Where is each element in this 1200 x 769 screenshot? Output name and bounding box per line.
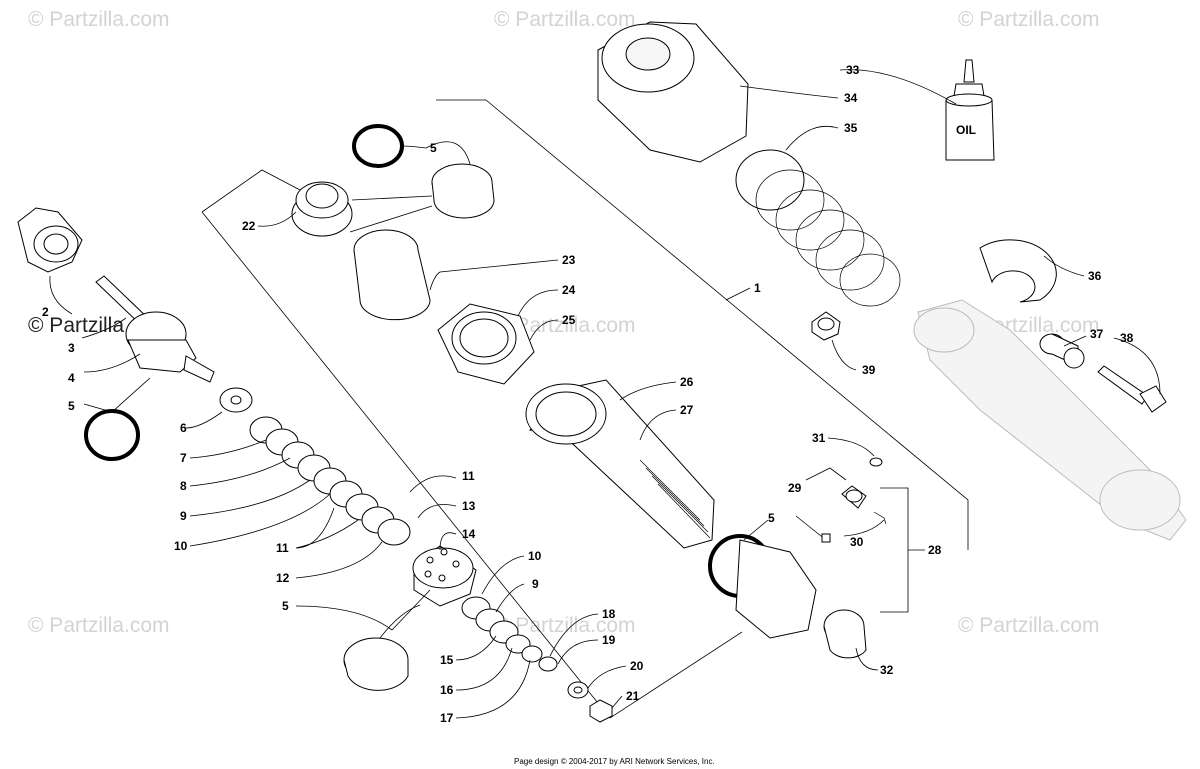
callout-31: 31: [812, 431, 826, 445]
screw-part-31: [869, 457, 883, 467]
watermark: © Partzilla.com: [28, 8, 170, 31]
shock-assembly-ghost: [913, 299, 1187, 541]
callout-5: 5: [768, 511, 775, 525]
bushing-part-32: [823, 609, 867, 659]
callout-23: 23: [562, 253, 576, 267]
callout-8: 8: [180, 479, 187, 493]
sleeve-part-23: [353, 229, 431, 321]
spring-retainer-part-36: [979, 239, 1057, 303]
reservoir-cap: [735, 539, 817, 639]
callout-9: 9: [180, 509, 187, 523]
leader-lines: [49, 69, 1161, 719]
callout-30: 30: [850, 535, 864, 549]
callout-37: 37: [1090, 327, 1104, 341]
oil-label: OIL: [956, 123, 976, 137]
callout-2: 2: [42, 305, 49, 319]
callout-12: 12: [276, 571, 290, 585]
callout-numbers: 2 3 4 5 6 7 8 9 10 11 12 11 13 14 5 10 9…: [42, 63, 1134, 725]
callout-10: 10: [528, 549, 542, 563]
lower-shim-stack: [461, 596, 613, 723]
valve-part-29: [841, 485, 867, 509]
callout-9: 9: [532, 577, 539, 591]
callout-36: 36: [1088, 269, 1102, 283]
callout-38: 38: [1120, 331, 1134, 345]
oil-bottle-part-33: OIL: [945, 59, 995, 161]
callout-20: 20: [630, 659, 644, 673]
callout-7: 7: [180, 451, 187, 465]
spring-part-35: [735, 149, 901, 307]
callout-13: 13: [462, 499, 476, 513]
watermark: © Partzilla.com: [28, 614, 170, 637]
piston-part-14: [412, 545, 477, 607]
callout-26: 26: [680, 375, 694, 389]
watermark: © Partzilla.com: [494, 614, 636, 637]
callout-6: 6: [180, 421, 187, 435]
valve-ball: [821, 533, 831, 543]
callout-5: 5: [68, 399, 75, 413]
bolt-part-38: [1097, 365, 1167, 413]
o-ring-part-5: [352, 124, 404, 168]
bearing-band-part-5: [431, 163, 495, 219]
callout-27: 27: [680, 403, 694, 417]
callout-25: 25: [562, 313, 576, 327]
spanner-nut-part-25: [437, 303, 535, 385]
watermark: © Partzilla.com: [494, 314, 636, 337]
callout-1: 1: [754, 281, 761, 295]
assembly-brackets: [201, 99, 969, 719]
footer-copyright: Page design © 2004-2017 by ARI Network S…: [514, 757, 715, 766]
callout-24: 24: [562, 283, 576, 297]
watermark-layer: © Partzilla.com © Partzilla.com © Partzi…: [28, 8, 1100, 637]
callout-35: 35: [844, 121, 858, 135]
callout-11: 11: [462, 469, 475, 483]
callout-29: 29: [788, 481, 802, 495]
bearing-band-part-5: [343, 637, 409, 691]
callout-15: 15: [440, 653, 454, 667]
callout-39: 39: [862, 363, 876, 377]
watermark: © Partzilla.com: [958, 614, 1100, 637]
shock-body-part-26: [525, 379, 715, 549]
callout-21: 21: [626, 689, 640, 703]
callout-34: 34: [844, 91, 858, 105]
shim-stack: [219, 387, 411, 546]
watermark: © Partzilla.com: [958, 8, 1100, 31]
callout-16: 16: [440, 683, 454, 697]
callout-28: 28: [928, 543, 942, 557]
shaft-part-4: [95, 275, 215, 383]
callout-14: 14: [462, 527, 476, 541]
callout-33: 33: [846, 63, 860, 77]
clip-part-30: [873, 511, 887, 525]
bushing-part-2: [17, 207, 83, 273]
seal-head-part-22: [291, 181, 353, 237]
spring-cover-part-34: [597, 21, 749, 163]
callout-19: 19: [602, 633, 616, 647]
nut-part-39: [811, 311, 841, 341]
o-ring-part-5: [84, 409, 140, 461]
callout-4: 4: [68, 371, 75, 385]
callout-18: 18: [602, 607, 616, 621]
watermark: © Partzilla.com: [494, 8, 636, 31]
callout-17: 17: [440, 711, 454, 725]
callout-22: 22: [242, 219, 256, 233]
callout-10: 10: [174, 539, 188, 553]
callout-32: 32: [880, 663, 894, 677]
callout-11: 11: [276, 541, 289, 555]
callout-5: 5: [430, 141, 437, 155]
callout-3: 3: [68, 341, 75, 355]
spacer-part-37: [1039, 333, 1085, 369]
callout-5: 5: [282, 599, 289, 613]
